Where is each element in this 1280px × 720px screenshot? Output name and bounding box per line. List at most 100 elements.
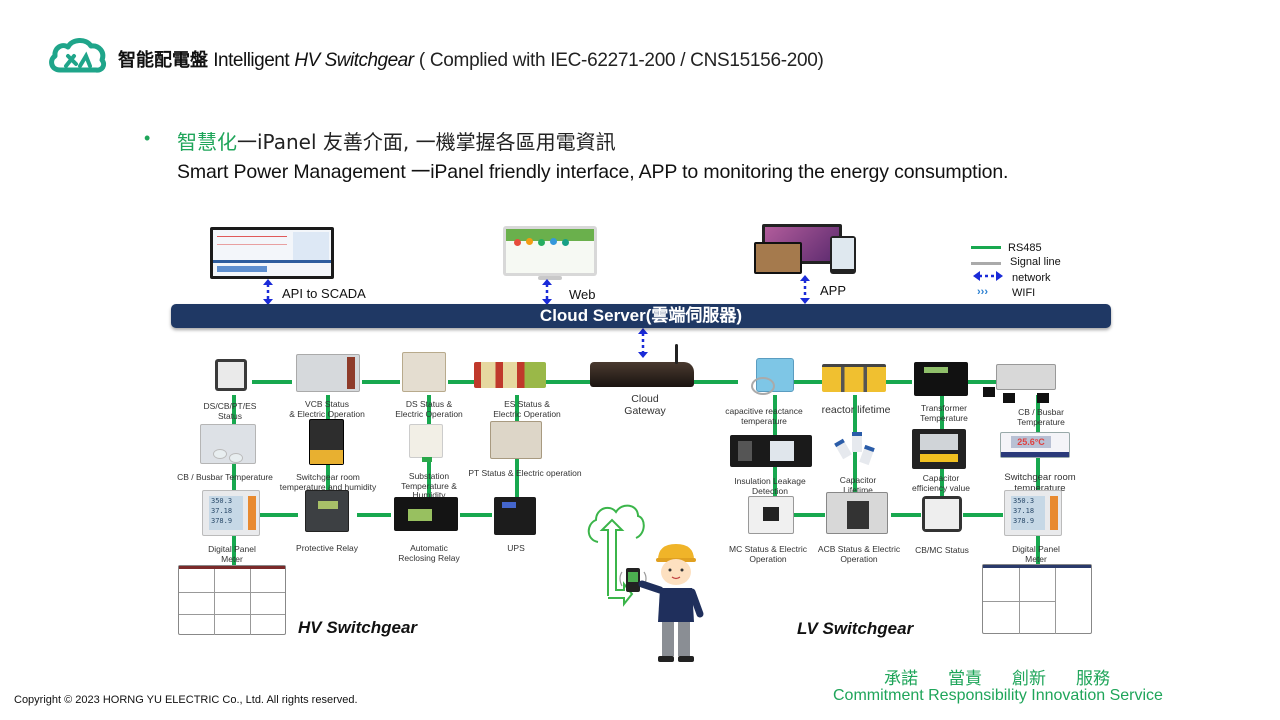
gateway-antenna [675, 344, 678, 364]
legend-network-icon [973, 271, 1003, 281]
rs485-line [260, 513, 298, 517]
lv-busbar-sensor-image [983, 364, 1056, 403]
substation-sensor-image [409, 424, 443, 462]
lv-switchgear-drawing [982, 564, 1092, 634]
capacitor-image [834, 430, 876, 470]
bullet-line-en: Smart Power Management 一iPanel friendly … [177, 161, 1009, 183]
network-arrow-app [800, 275, 810, 304]
hv-vcb-label: VCB Status& Electric Operation [289, 399, 365, 419]
rs485-line [357, 513, 391, 517]
app-label: APP [820, 283, 847, 298]
bullet-icon: • [144, 128, 151, 148]
hv-busbar-temp-label: CB / Busbar Temperature [177, 472, 273, 482]
insulation-monitor-image [730, 435, 812, 467]
rs485-line [362, 380, 400, 384]
engineer-cloud-upload-illustration [587, 504, 704, 662]
title-compliance: ( Complied with IEC-62271-200 / CNS15156… [418, 50, 824, 71]
app-phone-image [830, 236, 856, 274]
web-monitor-image [503, 226, 597, 276]
legend-rs485-label: RS485 [1008, 242, 1042, 254]
rs485-line [891, 513, 921, 517]
legend-signal-label: Signal line [1010, 256, 1061, 268]
legend-signal-swatch [971, 262, 1001, 265]
cloud-server-bar: Cloud Server(雲端伺服器) [171, 304, 1111, 328]
rs485-line [694, 380, 738, 384]
reclosing-relay-image [394, 497, 458, 531]
vcb-image [296, 354, 360, 392]
lv-switchgear-title: LV Switchgear [797, 619, 914, 638]
cap-reactance-sensor-image [751, 358, 794, 395]
lv-cb-mc-label: CB/MC Status [915, 545, 969, 555]
hv-switchgear-drawing [178, 565, 286, 635]
gateway-label: Cloud Gateway [624, 393, 666, 417]
bullet-cn-text: 一iPanel 友善介面, 一機掌握各區用電資訊 [237, 130, 616, 154]
web-monitor-stand [538, 276, 562, 280]
cloud-gateway-image [590, 362, 694, 387]
protective-relay-image [305, 490, 349, 532]
room-temp-display-image: 25.6°C [1000, 432, 1070, 458]
slogan-cn: 承諾當責創新服務 [884, 669, 1110, 689]
cloud-logo-icon [49, 38, 107, 73]
hv-pt-label: PT Status & Electric operation [468, 468, 582, 478]
cb-mc-status-image [922, 496, 962, 532]
pt-image [490, 421, 542, 459]
ups-image [494, 497, 536, 535]
es-image [474, 362, 546, 388]
network-arrow-web [542, 279, 552, 305]
rs485-line [963, 513, 1003, 517]
hv-ds-label: DS Status &Electric Operation [395, 399, 463, 419]
rs485-line [793, 513, 825, 517]
transformer-controller-image [914, 362, 968, 396]
legend-wifi-label: WIFI [1012, 287, 1036, 299]
room-temp-reading: 25.6°C [1011, 436, 1051, 448]
hv-status-indicator-image [215, 359, 247, 391]
rs485-line [792, 380, 822, 384]
ds-image [402, 352, 446, 392]
rs485-line [1036, 395, 1040, 565]
rs485-line [252, 380, 292, 384]
title-en-prefix: Intelligent [213, 50, 290, 71]
title-cn: 智能配電盤 [118, 50, 208, 71]
legend-wifi-icon: ››› [977, 286, 988, 298]
rs485-line [968, 380, 996, 384]
scada-monitor-image [210, 227, 334, 279]
network-arrow-scada [263, 279, 273, 305]
capacitor-efficiency-controller-image [912, 429, 966, 469]
temperature-sensor-image [200, 424, 256, 464]
bullet-keyword: 智慧化 [177, 130, 237, 154]
reactor-image [822, 364, 886, 392]
copyright: Copyright © 2023 HORNG YU ELECTRIC Co., … [14, 694, 358, 706]
web-label: Web [569, 287, 596, 302]
app-tablet-image [754, 242, 802, 274]
page-title: 智能配電盤 Intelligent HV Switchgear ( Compli… [118, 46, 824, 72]
hv-es-label: ES Status &Electric Operation [493, 399, 561, 419]
hv-ups-label: UPS [507, 543, 525, 553]
room-temp-controller-image [309, 419, 344, 465]
legend-rs485-swatch [971, 246, 1001, 249]
mc-contactor-image [748, 496, 794, 534]
scada-label: API to SCADA [282, 286, 366, 301]
acb-image [826, 492, 888, 534]
network-arrow-gateway [638, 328, 648, 358]
title-en-italic: HV Switchgear [294, 50, 414, 71]
lv-reactor-label: reactor lifetime [821, 404, 891, 416]
hv-protective-relay-label: Protective Relay [296, 543, 358, 553]
bullet-line-cn: 智慧化一iPanel 友善介面, 一機掌握各區用電資訊 [177, 126, 616, 155]
rs485-line [460, 513, 492, 517]
slogan-en: Commitment Responsibility Innovation Ser… [833, 687, 1163, 704]
